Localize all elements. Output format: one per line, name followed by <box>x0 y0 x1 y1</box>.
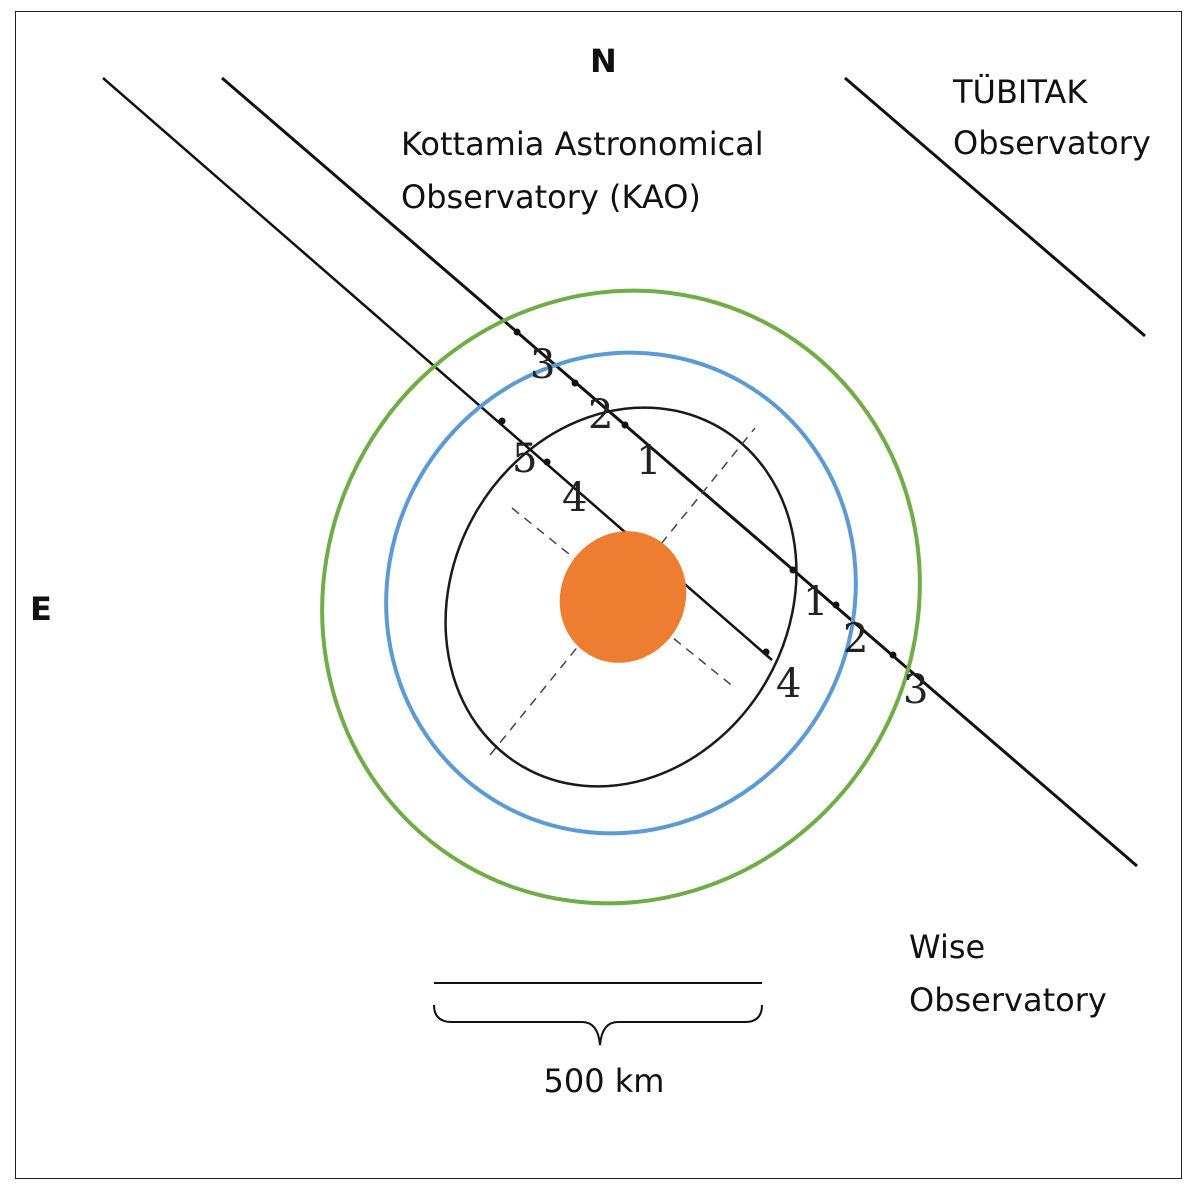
chord-label-1-upper: 1 <box>636 438 661 484</box>
east-label: E <box>30 590 52 628</box>
chord-label-4-lower: 4 <box>776 661 801 707</box>
middle-contour-blue <box>384 350 858 836</box>
scale-bar <box>433 982 763 1046</box>
diagram-frame <box>15 11 1182 1179</box>
chord-label-4-upper: 4 <box>562 475 587 521</box>
wise-label-line2: Observatory <box>909 981 1107 1019</box>
asteroid-body <box>559 531 687 663</box>
contact-points <box>498 328 897 659</box>
chord-label-5: 5 <box>512 436 537 482</box>
chord-label-3-upper: 3 <box>530 342 555 388</box>
tubitak-label-line1: TÜBITAK <box>952 73 1088 111</box>
north-label: N <box>590 42 617 80</box>
wise-label-line1: Wise <box>909 928 985 966</box>
inner-contour-black <box>444 406 798 788</box>
chord-label-2-upper: 2 <box>588 392 613 438</box>
scale-bar-label: 500 km <box>544 1062 665 1100</box>
tubitak-chord-line <box>844 76 1146 338</box>
kao-label-line1: Kottamia Astronomical <box>401 125 764 163</box>
kao-label-line2: Observatory (KAO) <box>401 178 701 216</box>
chord-label-1-lower: 1 <box>803 579 828 625</box>
kao-chord-line <box>221 76 1138 868</box>
tubitak-label-line2: Observatory <box>953 124 1151 162</box>
chord-label-2-lower: 2 <box>843 616 868 662</box>
outer-contour-green <box>320 288 922 906</box>
chord-label-3-lower: 3 <box>903 667 928 713</box>
